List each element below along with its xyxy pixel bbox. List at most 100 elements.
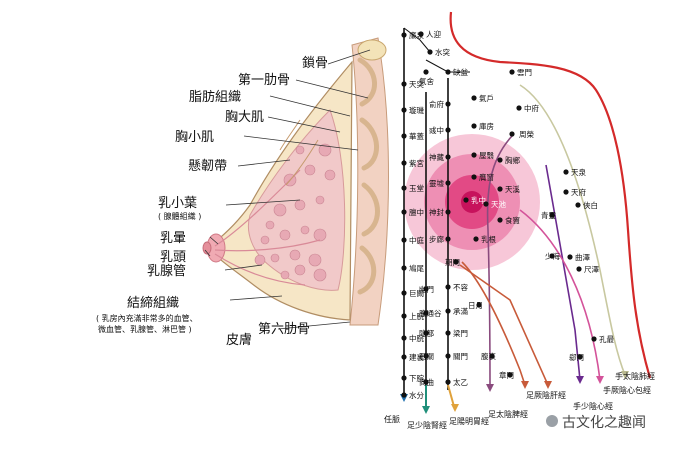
acupoint-dot-quepen (445, 69, 451, 75)
label-pec-major: 胸大肌 (225, 110, 264, 125)
acupoint-dot-zhourong (509, 131, 515, 137)
acupoint-label-yingchuang: 膺窗 (479, 172, 494, 182)
acupoint-label-shuitu: 水突 (435, 47, 450, 57)
acupoint-label-yufu: 俞府 (429, 99, 444, 109)
acupoint-dot-burong (445, 284, 451, 290)
acupoint-label-bulang: 步廊 (429, 234, 444, 244)
acupoint-label-kongzui: 孔最 (599, 335, 614, 344)
acupoint-dot-qihu (471, 95, 477, 101)
meridian-arrow-head (576, 376, 584, 384)
meridian-label-ren: 任脈 (384, 414, 400, 424)
acupoint-dot-shencang (445, 154, 451, 160)
watermark-text: 古文化之趣闻 (562, 415, 646, 431)
wechat-icon (546, 415, 558, 427)
lobule-dot (315, 195, 325, 205)
acupoint-dot-fuai (489, 353, 495, 359)
meridian-label-heart: 手少陰心經 (573, 401, 613, 411)
lobule-dot (260, 235, 270, 245)
acupoint-label-shencang: 神藏 (429, 152, 444, 162)
lobule-dot (313, 268, 327, 282)
acupoint-label-zigong: 紫宮 (409, 158, 424, 168)
label-connective: 結締組織 (127, 295, 179, 311)
acupoint-label-zhangmen: 章門 (499, 370, 514, 380)
acupoint-dot-shenfeng (445, 209, 451, 215)
meridian-label-lung: 手太陰肺經 (615, 371, 655, 381)
acupoint-dot-yuzhong (445, 127, 451, 133)
lobule-dot (295, 145, 305, 155)
acupoint-dot-zhangmen (507, 372, 513, 378)
acupoint-dot-yindu (423, 330, 429, 336)
acupoint-label-qingling: 青靈 (541, 210, 556, 220)
acupoint-label-shuifen: 水分 (409, 390, 424, 400)
acupoint-dot-shiguan (423, 353, 429, 359)
lobule-dot (265, 220, 275, 230)
acupoint-dot-zhongfu (516, 105, 522, 111)
lobule-dot (294, 264, 306, 276)
acupoint-dot-yutang (401, 185, 407, 191)
acupoint-dot-quze (567, 254, 573, 260)
acupoint-label-burong: 不容 (453, 282, 468, 292)
acupoint-label-zhongwan: 中脘 (409, 333, 424, 343)
acupoint-label-ruzhong: 乳中 (471, 195, 486, 205)
acupoint-label-shidou: 食竇 (505, 215, 520, 225)
acupoint-dot-tiantu (401, 81, 407, 87)
acupoint-label-juque: 巨闕 (409, 289, 424, 298)
acupoint-label-chize: 尺澤 (584, 264, 599, 274)
acupoint-dot-zhongwan (401, 335, 407, 341)
acupoint-dot-yingchuang (471, 174, 477, 180)
acupoint-label-quze: 曲澤 (575, 252, 590, 262)
acupoint-label-yunmen: 雲門 (517, 68, 532, 77)
label-clavicle: 鎖骨 (302, 55, 328, 71)
acupoint-label-futonggu: 腹通谷 (419, 308, 442, 318)
acupoint-label-xiawan: 下脘 (409, 373, 424, 383)
acupoint-label-tianfu: 天府 (571, 187, 586, 197)
acupoint-dot-kufang (471, 123, 477, 129)
spleen-meridian-line (486, 135, 513, 389)
acupoint-label-zhourong: 周榮 (519, 129, 534, 139)
clavicle-bone (357, 39, 387, 61)
acupoint-label-shangwan: 上脘 (409, 311, 424, 321)
acupoint-label-shaohai: 少海 (545, 251, 560, 261)
acupoint-dot-guanmen (445, 353, 451, 359)
acupoint-label-zhongting: 中庭 (409, 235, 424, 245)
acupoint-layer: 廉泉人迎水突天突氣舍缺盆璇璣俞府氣戶雲門中府華蓋彧中庫房周榮紫宮神藏屋翳胸鄉天泉… (401, 29, 614, 400)
acupoint-label-tianchi: 天池 (491, 199, 506, 209)
lobule-dot (324, 169, 336, 181)
label-connective-sub2: 微血管、乳腺管、淋巴管 ) (98, 324, 192, 334)
lobule-dot (308, 253, 322, 267)
acupoint-dot-chize (576, 266, 582, 272)
meridian-label-stomach: 足陽明胃經 (449, 416, 489, 426)
lung-meridian-line (519, 84, 626, 376)
acupoint-dot-yunmen (509, 69, 515, 75)
label-areola: 乳暈 (160, 231, 186, 246)
acupoint-dot-qingling (549, 212, 555, 218)
acupoint-label-lingxu: 靈墟 (429, 178, 444, 188)
meridian-label-kidney: 足少陰腎經 (407, 420, 447, 430)
acupoint-label-qihu: 氣戶 (479, 93, 494, 103)
acupoint-label-yuzhong: 彧中 (429, 125, 444, 135)
meridian-arrow-head (451, 404, 459, 412)
acupoint-label-renying: 人迎 (426, 29, 441, 39)
acupoint-dot-liangmen (445, 330, 451, 336)
acupoint-label-xuanji: 璇璣 (409, 105, 424, 115)
label-lobule-sub: ( 腺體組織 ) (158, 211, 201, 221)
acupoint-dot-lianquan (401, 32, 407, 38)
label-first-rib: 第一肋骨 (238, 73, 290, 88)
acupoint-dot-ximen (577, 354, 583, 360)
acupoint-dot-shangqu (423, 379, 429, 385)
liver-extra-line (459, 264, 549, 386)
acupoint-label-shenfeng: 神封 (429, 207, 444, 217)
meridian-arrow-head (521, 381, 529, 389)
acupoint-dot-kongzui (591, 336, 597, 342)
label-nipple: 乳頭 (160, 250, 186, 265)
acupoint-dot-xiongxiang (497, 157, 503, 163)
acupoint-dot-futonggu (423, 310, 429, 316)
meridian-arrow-head (544, 381, 552, 389)
meridian-diagram: 廉泉人迎水突天突氣舍缺盆璇璣俞府氣戶雲門中府華蓋彧中庫房周榮紫宮神藏屋翳胸鄉天泉… (384, 11, 655, 431)
label-pec-minor: 胸小肌 (175, 130, 214, 145)
meridian-arrow-head (422, 406, 430, 414)
meridian-arrow-head (486, 384, 494, 392)
acupoint-dot-shuifen (401, 392, 407, 398)
acupoint-label-xiongxiang: 胸鄉 (505, 155, 520, 165)
